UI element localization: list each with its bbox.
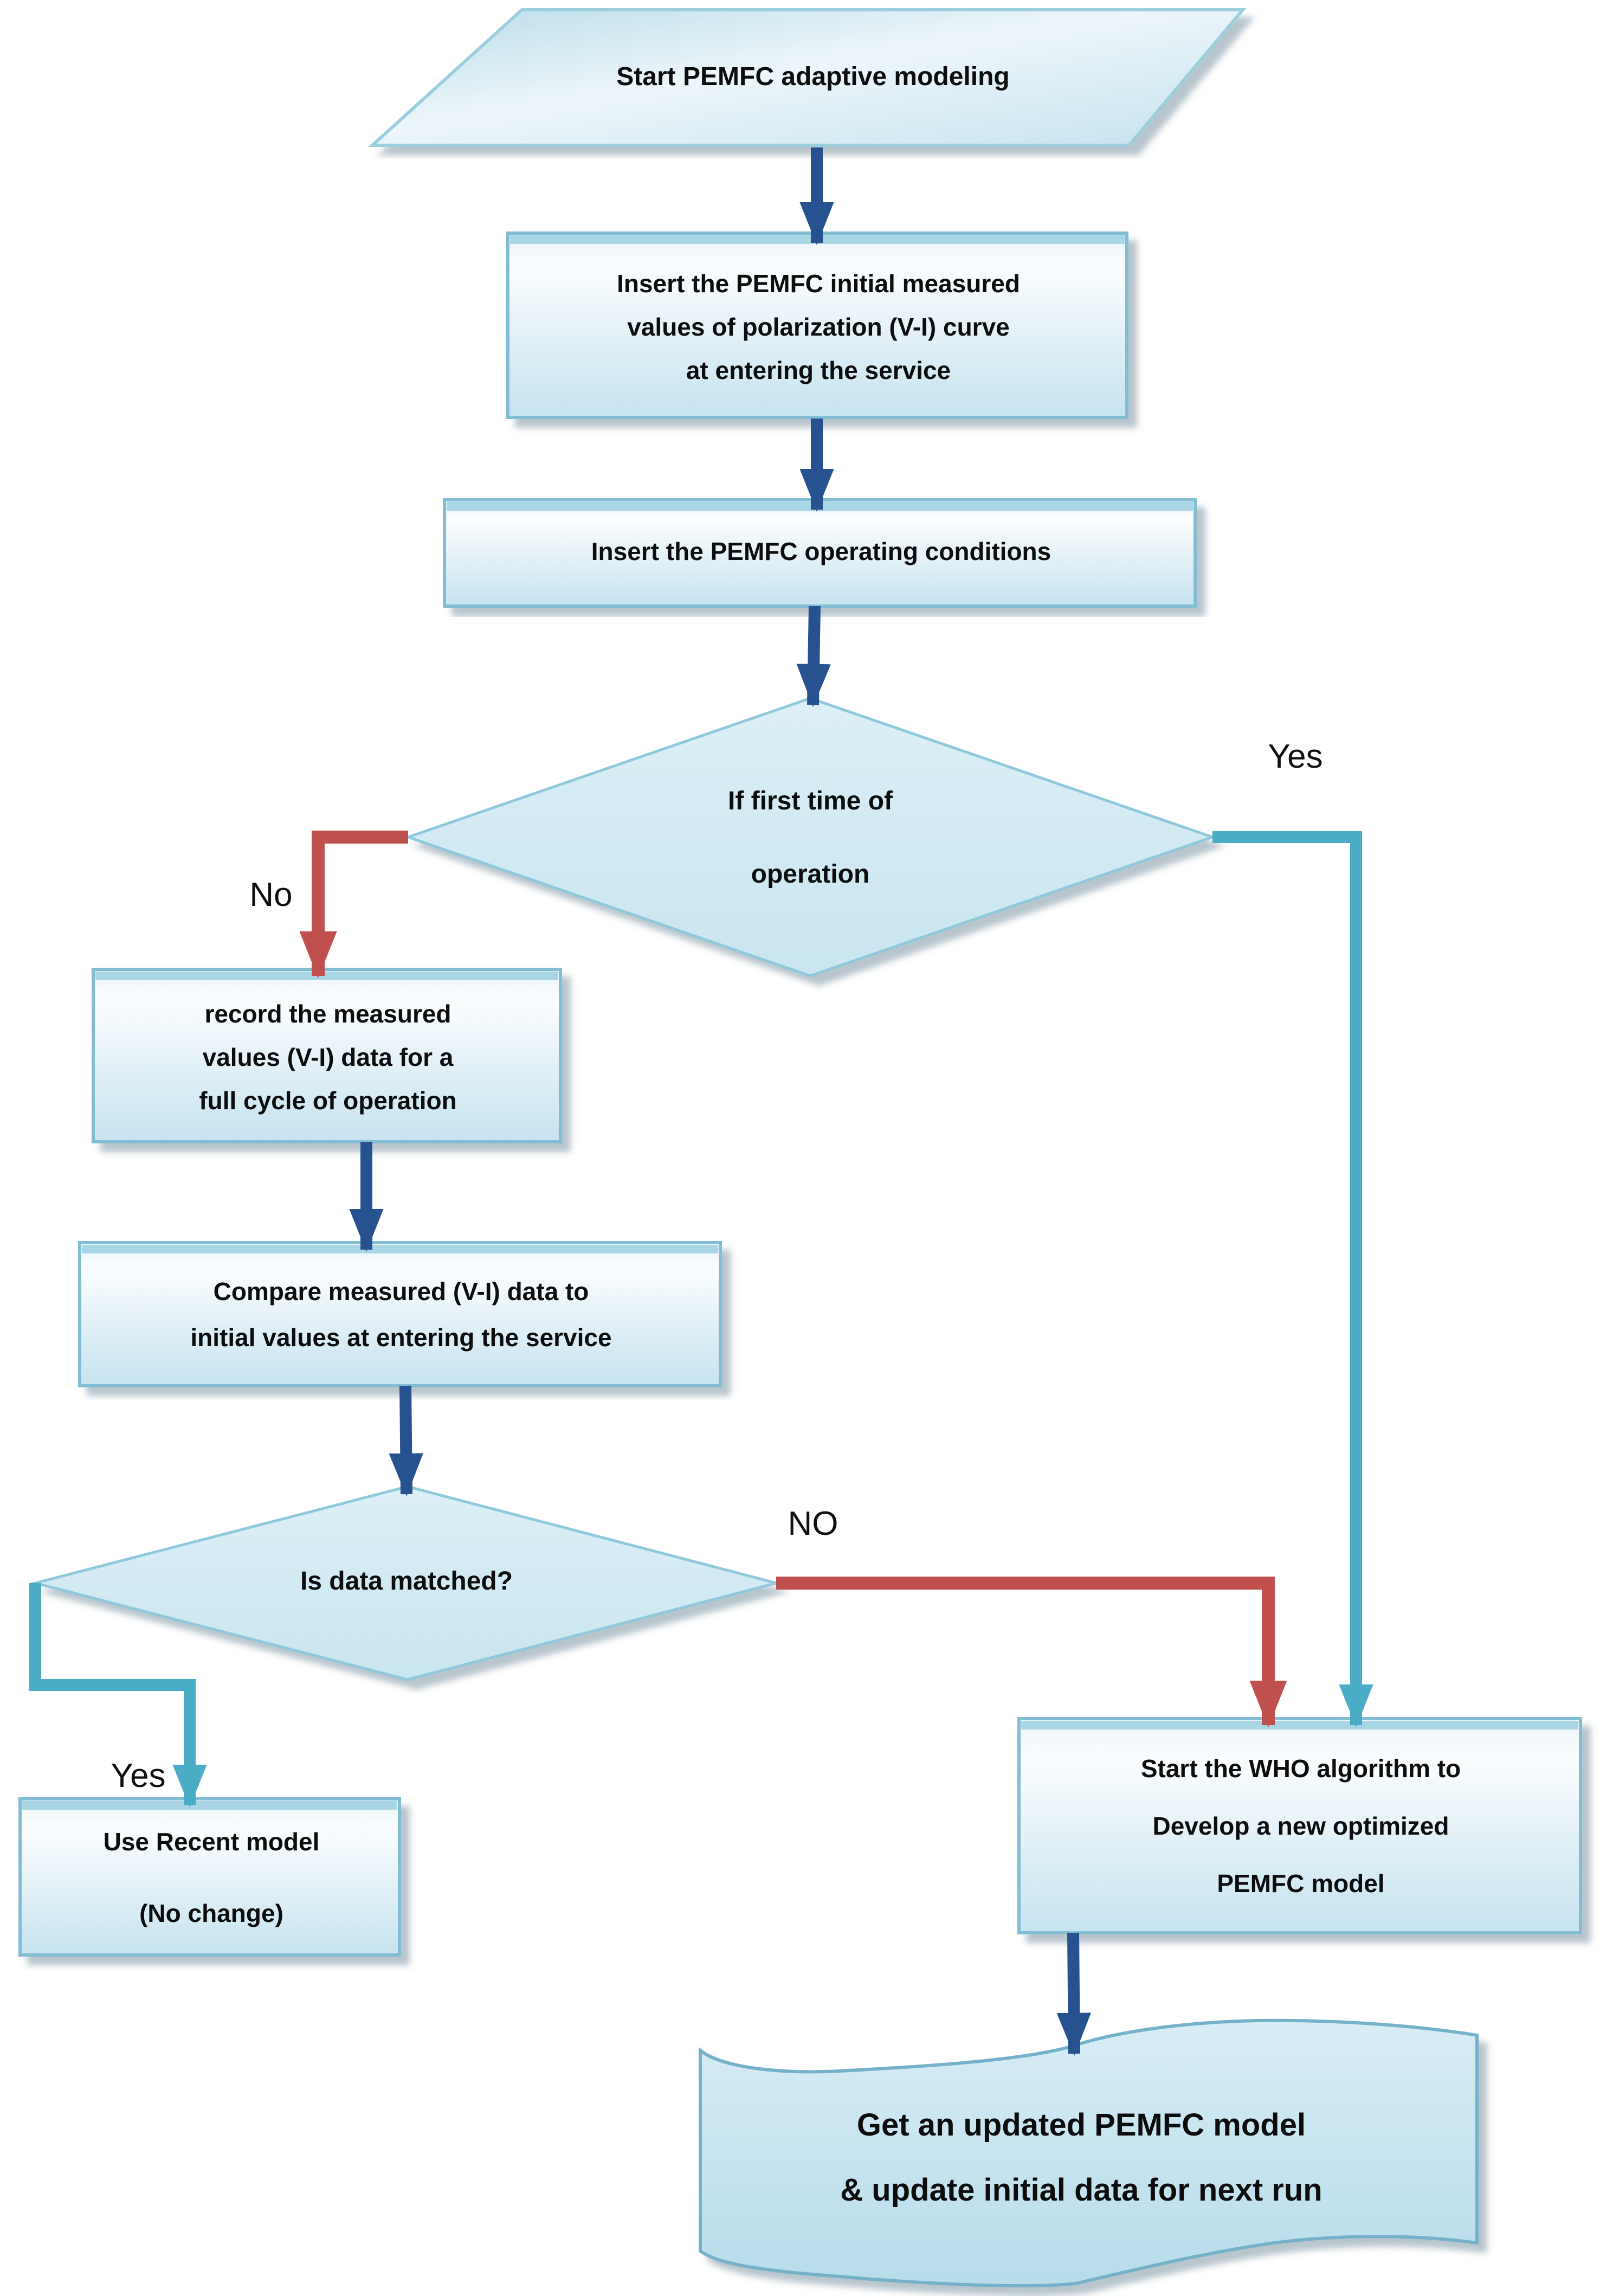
edge-first-time-yes-arrow: [1212, 831, 1373, 1727]
who-box-shape: [1017, 1717, 1582, 1934]
first-time-line1: If first time of: [727, 787, 893, 815]
insert-initial-line3: at entering the service: [686, 356, 951, 384]
compare-line1: Compare measured (V-I) data to: [213, 1277, 589, 1305]
start-node-text: Start PEMFC adaptive modeling: [616, 62, 1010, 92]
insert-initial-line2: values of polarization (V-I) curve: [627, 312, 1010, 341]
who-line3: PEMFC model: [1217, 1869, 1385, 1898]
edge-operating-to-first-time-arrow: [796, 606, 831, 707]
updated-line2: & update initial data for next run: [840, 2172, 1322, 2208]
insert-operating-text: Insert the PEMFC operating conditions: [591, 537, 1051, 565]
who-line1: Start the WHO algorithm to: [1140, 1754, 1461, 1783]
edge-who-to-updated-arrow: [1056, 1932, 1092, 2056]
compare-node-label: Compare measured (V-I) data to initial v…: [87, 1247, 715, 1382]
who-line2: Develop a new optimized: [1152, 1811, 1449, 1840]
edge-compare-to-matched-arrow: [389, 1385, 423, 1496]
first-time-yes-text: Yes: [1268, 737, 1323, 775]
matched-no-label: NO: [751, 1496, 875, 1551]
matched-no-text: NO: [788, 1504, 838, 1542]
compare-line2: initial values at entering the service: [190, 1323, 612, 1352]
first-time-diamond-shape: [404, 697, 1217, 977]
start-node-label: Start PEMFC adaptive modeling: [412, 16, 1214, 138]
use-recent-box-shape: [18, 1797, 401, 1957]
matched-text: Is data matched?: [300, 1567, 513, 1596]
first-time-no-label: No: [217, 867, 325, 922]
first-time-node-label: If first time of operation: [593, 754, 1027, 922]
record-line2: values (V-I) data for a: [202, 1043, 454, 1071]
insert-initial-node-label: Insert the PEMFC initial measured values…: [520, 241, 1117, 412]
who-node-label: Start the WHO algorithm to Develop a new…: [1027, 1729, 1575, 1922]
insert-operating-node-label: Insert the PEMFC operating conditions: [450, 501, 1192, 602]
record-line3: full cycle of operation: [199, 1086, 457, 1115]
first-time-no-text: No: [249, 876, 293, 914]
first-time-yes-label: Yes: [1236, 729, 1355, 783]
record-node-label: record the measured values (V-I) data fo…: [100, 979, 556, 1136]
matched-diamond-shape: [30, 1485, 782, 1681]
updated-wave-shape: [699, 2018, 1479, 2288]
insert-initial-box-shape: [506, 231, 1128, 419]
updated-node-label: Get an updated PEMFC model & update init…: [726, 2076, 1436, 2239]
updated-line1: Get an updated PEMFC model: [856, 2107, 1306, 2143]
matched-node-label: Is data matched?: [190, 1551, 623, 1613]
record-line1: record the measured: [204, 1000, 451, 1028]
edge-matched-no-arrow: [776, 1577, 1287, 1728]
matched-yes-text: Yes: [111, 1757, 166, 1795]
use-recent-line2: (No change): [139, 1899, 283, 1927]
edge-matched-yes-arrow: [29, 1583, 207, 1808]
use-recent-node-label: Use Recent model (No change): [27, 1805, 396, 1949]
compare-box-shape: [78, 1241, 722, 1387]
edge-first-time-no-arrow: [299, 831, 408, 979]
start-parallelogram-shape: [368, 8, 1247, 147]
first-time-line2: operation: [751, 860, 870, 889]
use-recent-line1: Use Recent model: [103, 1827, 320, 1856]
insert-initial-line1: Insert the PEMFC initial measured: [617, 269, 1020, 298]
matched-yes-label: Yes: [81, 1748, 195, 1803]
